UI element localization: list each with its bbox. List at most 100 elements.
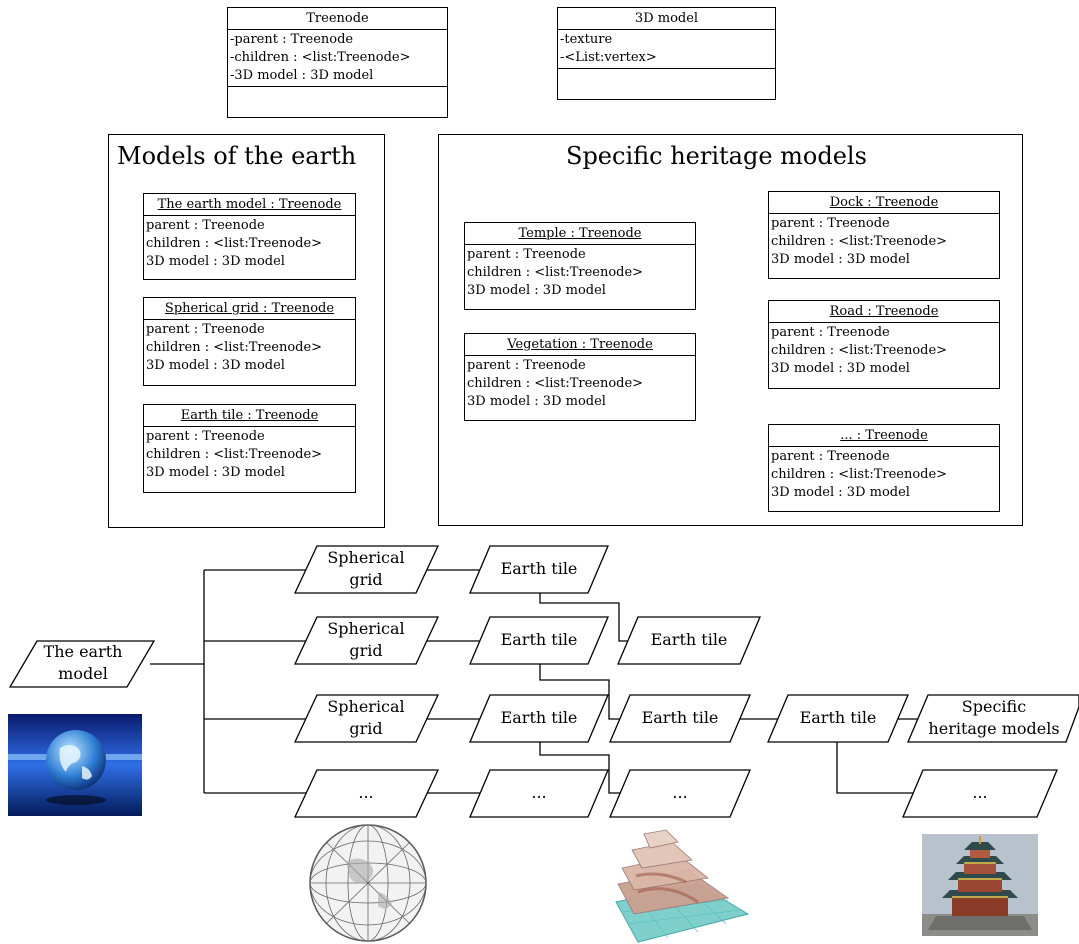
tree-node-grid2: Spherical grid (327, 619, 405, 660)
object-name: Temple : Treenode (465, 223, 695, 245)
object-name: The earth model : Treenode (144, 194, 355, 216)
object-vegetation: Vegetation : Treenode parent : Treenode … (464, 333, 696, 421)
object-attrs: parent : Treenode children : <list:Treen… (769, 214, 999, 270)
object-earth-model: The earth model : Treenode parent : Tree… (143, 193, 356, 280)
globe-icon (8, 714, 142, 816)
connector (539, 742, 622, 794)
tree-node-tile-more: ... (531, 783, 547, 802)
class-attr: -parent : Treenode (230, 32, 354, 47)
tree-node-tile4-more: ... (972, 783, 988, 802)
spherical-grid-icon (309, 824, 427, 942)
node-shape-tile4-more (902, 769, 1058, 818)
object-attr: parent : Treenode (146, 322, 265, 337)
object-attr: 3D model : 3D model (467, 283, 606, 298)
tree-node-tile2: Earth tile (500, 630, 578, 649)
object-attr: parent : Treenode (771, 216, 890, 231)
object-attrs: parent : Treenode children : <list:Treen… (144, 320, 355, 376)
object-attr: parent : Treenode (146, 429, 265, 444)
node-shape-tile-more (469, 769, 609, 818)
model3d-class-attrs: -texture -<List:vertex> (558, 30, 775, 69)
object-attr: children : <list:Treenode> (146, 447, 323, 462)
object-attrs: parent : Treenode children : <list:Treen… (144, 427, 355, 483)
object-name: Earth tile : Treenode (144, 405, 355, 427)
earth-models-title: Models of the earth (117, 142, 357, 170)
object-road: Road : Treenode parent : Treenode childr… (768, 300, 1000, 389)
node-shape-tile1 (469, 545, 609, 594)
object-attr: children : <list:Treenode> (771, 234, 948, 249)
node-shape-tile4 (767, 694, 909, 743)
model3d-class-name: 3D model (558, 8, 775, 30)
object-attrs: parent : Treenode children : <list:Treen… (769, 447, 999, 503)
node-shape-grid3 (293, 694, 440, 743)
pagoda-icon (922, 834, 1038, 936)
object-attr: 3D model : 3D model (771, 485, 910, 500)
tree-nodes (8, 545, 1079, 818)
object-spherical-grid: Spherical grid : Treenode parent : Treen… (143, 297, 356, 386)
object-attr: 3D model : 3D model (146, 358, 285, 373)
tree-node-grid3: Spherical grid (327, 697, 405, 738)
tree-node-heritage: Specific heritage models (928, 697, 1060, 738)
object-attr: children : <list:Treenode> (771, 467, 948, 482)
earth-models-group (108, 134, 385, 528)
connector (539, 664, 622, 720)
tree-node-tile1: Earth tile (500, 559, 578, 578)
connector (539, 593, 631, 642)
object-more: ... : Treenode parent : Treenode childre… (768, 424, 1000, 512)
node-shape-heritage (907, 694, 1079, 743)
class-attr: -children : <list:Treenode> (230, 50, 411, 65)
node-shape-grid2 (293, 616, 440, 665)
tree-node-root: The earth model (43, 642, 123, 683)
class-attr: -<List:vertex> (560, 50, 657, 65)
tree-node-grid-more: ... (358, 783, 374, 802)
node-shape-root (8, 640, 156, 688)
object-attr: children : <list:Treenode> (467, 265, 644, 280)
object-attr: children : <list:Treenode> (146, 236, 323, 251)
object-attr: 3D model : 3D model (146, 254, 285, 269)
tree-connectors (150, 569, 922, 794)
tree-node-tile3: Earth tile (500, 708, 578, 727)
node-shape-tile3 (469, 694, 609, 743)
object-attrs: parent : Treenode children : <list:Treen… (465, 356, 695, 412)
tree-node-grid1: Spherical grid (327, 548, 405, 589)
object-attr: 3D model : 3D model (467, 394, 606, 409)
node-shape-tile3-child (609, 694, 751, 743)
object-attr: children : <list:Treenode> (146, 340, 323, 355)
node-shape-tile1-child (617, 616, 761, 665)
object-attr: children : <list:Treenode> (771, 343, 948, 358)
object-temple: Temple : Treenode parent : Treenode chil… (464, 222, 696, 310)
node-shape-tile2 (469, 616, 609, 665)
object-attr: parent : Treenode (146, 218, 265, 233)
tree-node-tile3-child-more: ... (672, 783, 688, 802)
heritage-models-title: Specific heritage models (566, 142, 867, 170)
object-earth-tile: Earth tile : Treenode parent : Treenode … (143, 404, 356, 493)
object-attr: 3D model : 3D model (771, 252, 910, 267)
object-attr: 3D model : 3D model (146, 465, 285, 480)
object-attrs: parent : Treenode children : <list:Treen… (144, 216, 355, 272)
object-attrs: parent : Treenode children : <list:Treen… (769, 323, 999, 379)
node-shape-grid-more (293, 769, 440, 818)
node-shape-tile3-child-more (609, 769, 751, 818)
tree-node-tile3-child: Earth tile (641, 708, 719, 727)
tree-node-tile1-child: Earth tile (650, 630, 728, 649)
heritage-models-group (438, 134, 1023, 526)
object-name: Road : Treenode (769, 301, 999, 323)
treenode-class-attrs: -parent : Treenode -children : <list:Tre… (228, 30, 447, 87)
object-name: Dock : Treenode (769, 192, 999, 214)
connector (836, 742, 915, 794)
object-name: Vegetation : Treenode (465, 334, 695, 356)
object-attr: parent : Treenode (467, 247, 586, 262)
object-name: Spherical grid : Treenode (144, 298, 355, 320)
model3d-class: 3D model -texture -<List:vertex> (557, 7, 776, 100)
terrain-tiles-icon (615, 829, 750, 943)
treenode-class-name: Treenode (228, 8, 447, 30)
tree-node-tile4: Earth tile (799, 708, 877, 727)
node-shape-grid1 (293, 545, 440, 594)
treenode-class: Treenode -parent : Treenode -children : … (227, 7, 448, 118)
object-dock: Dock : Treenode parent : Treenode childr… (768, 191, 1000, 279)
object-attr: parent : Treenode (467, 358, 586, 373)
object-attr: 3D model : 3D model (771, 361, 910, 376)
class-attr: -3D model : 3D model (230, 68, 374, 83)
class-attr: -texture (560, 32, 613, 47)
